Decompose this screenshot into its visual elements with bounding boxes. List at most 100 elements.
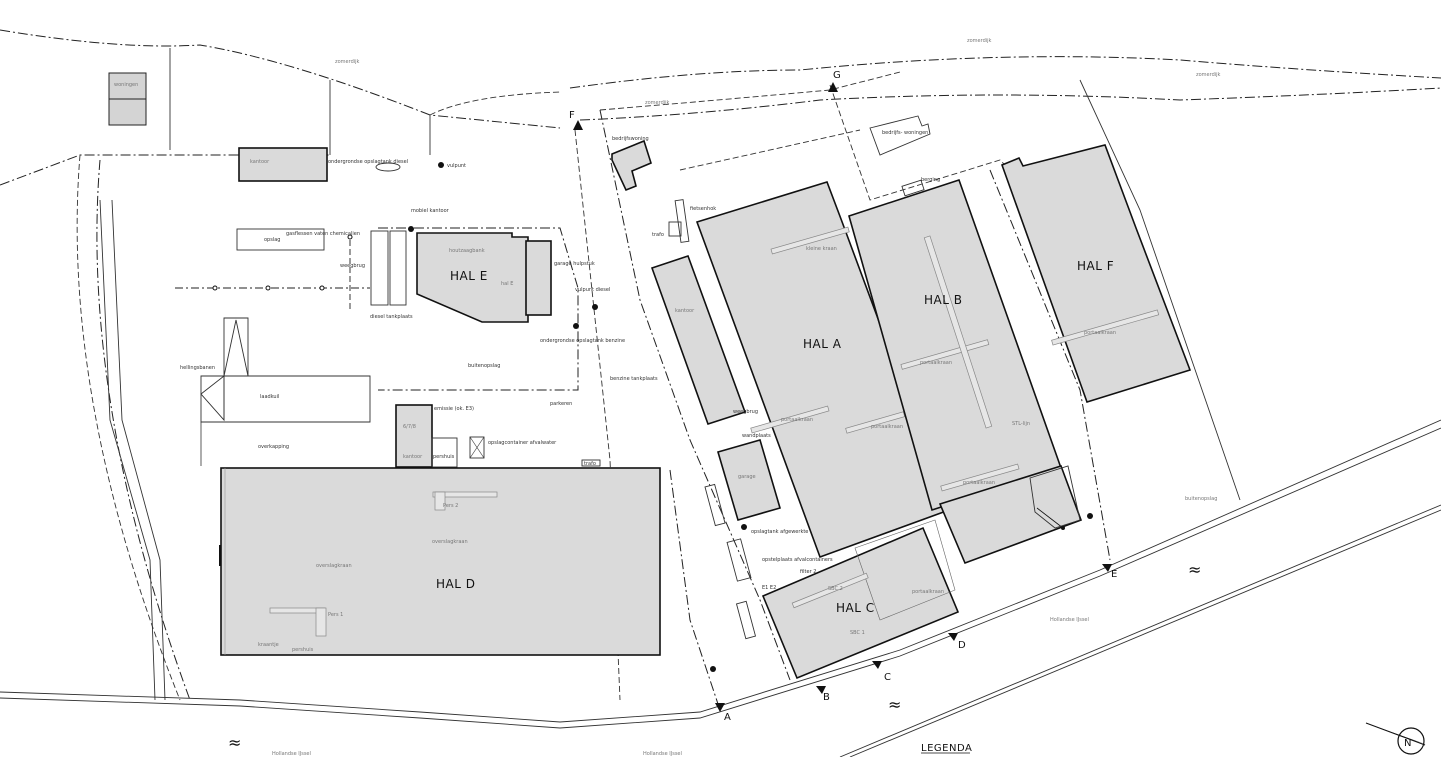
hal-b: portaalkraan STL-lijn portaalkraan HAL B xyxy=(848,178,1063,512)
section-marker-a: A xyxy=(724,712,731,723)
buitenopslag-label-2: buitenopslag xyxy=(1185,496,1217,502)
gasflessen-label: gasflessen vaten chemicalien xyxy=(286,231,360,237)
buitenopslag-label-1: buitenopslag xyxy=(468,363,500,369)
weegbrug-label-1: weegbrug xyxy=(340,263,365,269)
kleine-kraan-label: kleine kraan xyxy=(806,246,837,252)
wandplaats-label: wandplaats xyxy=(742,433,771,439)
sbc1-label: SBC 1 xyxy=(850,630,865,636)
opslag-label: opslag xyxy=(264,237,280,243)
portaalkraan-label-6: portaalkraan xyxy=(1084,330,1116,336)
hal-e-label: HAL E xyxy=(450,269,488,283)
pershuis-label-2: pershuis xyxy=(292,647,314,653)
pershuis-label-1: pershuis xyxy=(433,454,455,460)
hal-a-label: HAL A xyxy=(803,337,842,351)
weegbrug-left: weegbrug mobiel kantoor diesel tankplaat… xyxy=(340,208,450,320)
hal-d-label: HAL D xyxy=(436,577,475,591)
zomerdijk-label-4: zomerdijk xyxy=(1196,72,1221,78)
section-marker-d: D xyxy=(958,640,966,651)
hal-d: Pers 2 overslagkraan overslagkraan Pers … xyxy=(219,467,661,656)
hal-a: kleine kraan portaalkraan portaalkraan H… xyxy=(695,181,951,559)
water-labels: ≈ ≈ ≈ Hollandse IJssel Hollandse IJssel … xyxy=(228,560,1201,757)
kraantje-label: kraantje xyxy=(258,642,279,648)
portaalkraan-label-5: portaalkraan xyxy=(912,589,944,595)
opslagtank-olie-label: opslagtank afgewerkte olie xyxy=(751,529,819,535)
overslagkraan-label-2: overslagkraan xyxy=(316,563,352,569)
emissie-label: emissie (ok. E3) xyxy=(434,406,474,412)
hal-e-sub-label: hal E xyxy=(501,281,513,287)
section-markers: F G A B C D E xyxy=(569,70,1117,723)
parkeren-label: parkeren xyxy=(550,401,572,407)
pers1-label: Pers 1 xyxy=(328,612,343,618)
woningen-label: woningen xyxy=(114,82,138,88)
north-arrow-icon: N xyxy=(1365,722,1426,755)
bedrijfswoningen-label: bedrijfs- woningen xyxy=(882,130,928,136)
hellingsbanen-area: hellingsbanen laadkuil overkapping xyxy=(180,317,371,466)
zomerdijk-lines xyxy=(0,29,1441,701)
mobiel-kantoor-label: mobiel kantoor xyxy=(411,208,450,214)
vulpunt-label: vulpunt xyxy=(447,163,466,169)
hal-b-label: HAL B xyxy=(924,293,962,307)
section-marker-f: F xyxy=(569,110,575,121)
bedrijfswoning-label: bedrijfswoning xyxy=(612,136,649,142)
woningen-block: woningen xyxy=(108,72,147,126)
benzine-tankplaats-label: benzine tankplaats xyxy=(610,376,658,382)
north-label: N xyxy=(1404,738,1411,749)
portaalkraan-label-4: portaalkraan xyxy=(963,480,995,486)
hellingsbanen-label: hellingsbanen xyxy=(180,365,215,371)
pers2-label: Pers 2 xyxy=(443,503,458,509)
diesel-tankplaats-label: diesel tankplaats xyxy=(370,314,413,320)
n-code-label: 6/7/8 xyxy=(403,424,416,430)
hal-f: portaalkraan HAL F xyxy=(1000,144,1192,403)
houtzaagbank-label: houtzaagbank xyxy=(449,248,485,254)
overslagkraan-label-1: overslagkraan xyxy=(432,539,468,545)
underground-diesel-tank-label: ondergrondse opslagtank diesel xyxy=(328,159,408,165)
stl-lijn-label: STL-lijn xyxy=(1012,421,1030,427)
legend-title: LEGENDA xyxy=(921,743,972,754)
portaalkraan-label-3: portaalkraan xyxy=(920,360,952,366)
e1-label: E1 E2 xyxy=(762,585,776,591)
kantoor-top: kantoor ondergrondse opslagtank diesel v… xyxy=(238,147,466,182)
laadkuil-label: laadkuil xyxy=(260,394,279,400)
section-marker-g: G xyxy=(833,70,841,81)
filter-label: filter 2 xyxy=(800,569,816,575)
hal-f-label: HAL F xyxy=(1077,259,1114,273)
overkapping-label: overkapping xyxy=(258,444,289,450)
opslagcontainer-label: opslagcontainer afvalwater xyxy=(488,440,557,446)
river-bank-lines xyxy=(0,419,1441,757)
garage: garage opslagtank afgewerkte olie opstel… xyxy=(704,439,833,640)
kantoor-label-2: kantoor xyxy=(403,454,423,460)
hal-e: houtzaagbank hal E garage hulpstuk HAL E xyxy=(416,232,595,323)
zomerdijk-label-2: zomerdijk xyxy=(645,100,670,106)
section-marker-e: E xyxy=(1111,569,1117,580)
section-marker-b: B xyxy=(823,692,830,703)
water-symbol-2: ≈ xyxy=(888,695,901,714)
portaalkraan-label-2: portaalkraan xyxy=(871,424,903,430)
zomerdijk-label-3: zomerdijk xyxy=(967,38,992,44)
kantoor-strip: kantoor weegbrug wandplaats xyxy=(650,254,771,439)
gas-storage: opslag gasflessen vaten chemicalien xyxy=(236,228,360,251)
hollandse-ijssel-label-1: Hollandse IJssel xyxy=(1050,617,1089,623)
office-block-678: 6/7/8 kantoor pershuis emissie (ok. E3) … xyxy=(395,404,601,468)
hal-c: SBC 2 SBC 1 portaalkraan filter 2 E1 E2 … xyxy=(761,519,960,680)
opstelplaats-label: opstelplaats afvalcontainers xyxy=(762,557,833,563)
hollandse-ijssel-label-3: Hollandse IJssel xyxy=(643,751,682,757)
hal-c-label: HAL C xyxy=(836,601,875,615)
weegbrug-label-2: weegbrug xyxy=(733,409,758,415)
berging-label: berging xyxy=(921,177,940,183)
bedrijfswoningen: bedrijfs- woningen xyxy=(869,115,931,156)
underground-benzine-label: ondergrondse opslagtank benzine xyxy=(540,338,625,344)
kantoor-label-3: kantoor xyxy=(675,308,695,314)
fietsenhok-label: fietsenhok xyxy=(690,206,716,212)
trafo-label-2: trafo xyxy=(652,232,664,238)
sbc2-label: SBC 2 xyxy=(828,586,843,592)
portaalkraan-label-1: portaalkraan xyxy=(781,417,813,423)
hollandse-ijssel-label-2: Hollandse IJssel xyxy=(272,751,311,757)
trafo-label-1: trafo xyxy=(584,461,596,467)
bedrijfswoning: bedrijfswoning xyxy=(611,136,652,192)
kantoor-label-1: kantoor xyxy=(250,159,270,165)
garage-hulpstuk-label: garage hulpstuk xyxy=(554,261,595,267)
conveyor-line xyxy=(175,234,370,310)
garage-label: garage xyxy=(738,474,756,480)
water-symbol-3: ≈ xyxy=(228,733,241,752)
